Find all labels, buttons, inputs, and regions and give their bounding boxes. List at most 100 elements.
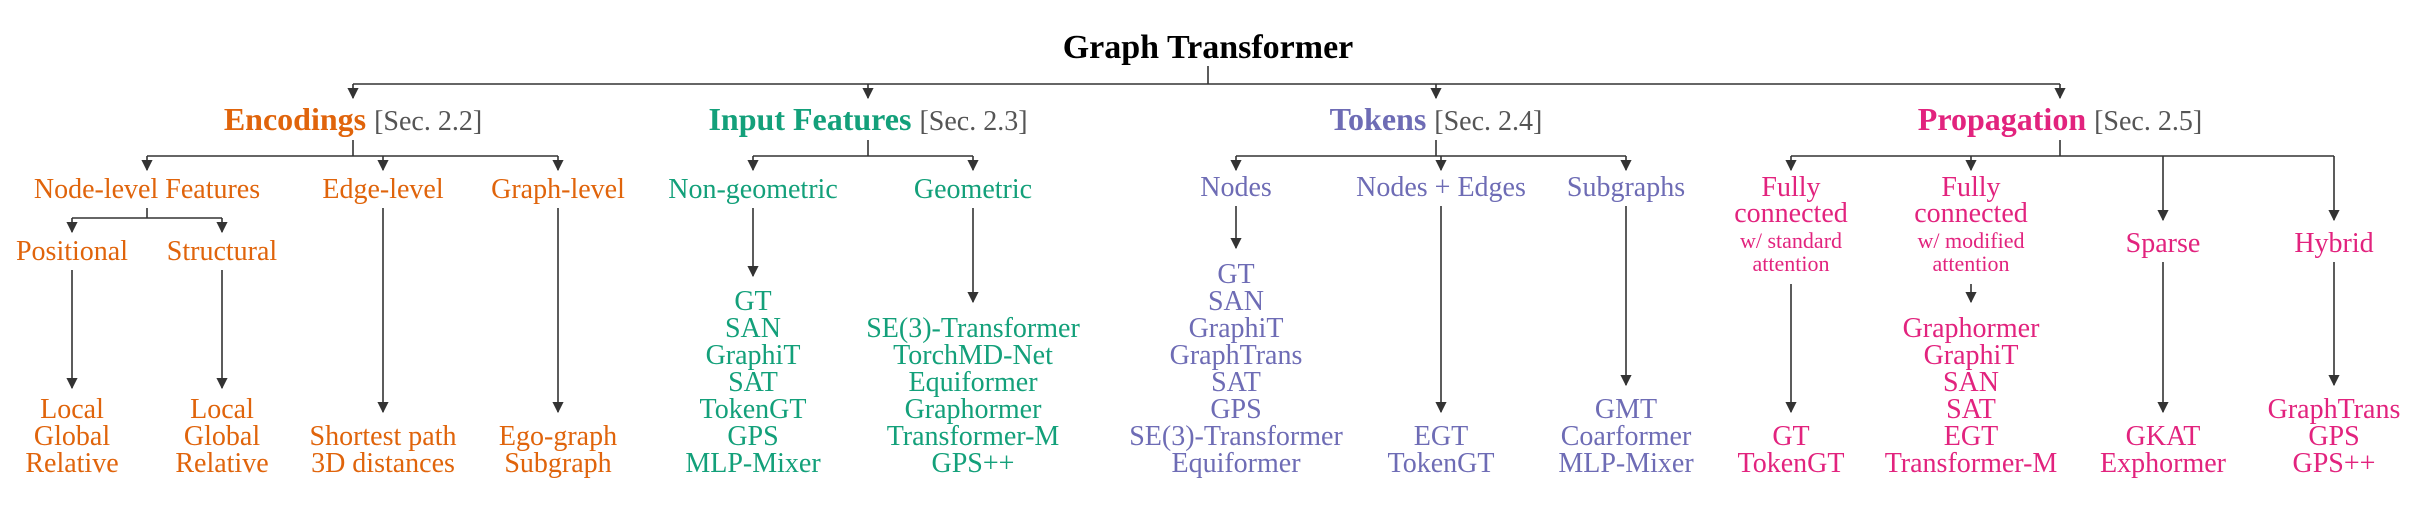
nodes-edges-label: Nodes + Edges [1356,172,1526,203]
list-item: EGT [1944,421,1998,452]
note-line: w/ standard [1740,228,1842,253]
category-name: Tokens [1330,101,1427,137]
non-geometric-label: Non-geometric [668,174,838,205]
diagram-title: Graph Transformer [1063,29,1354,66]
section-reference: [Sec. 2.3] [919,106,1027,137]
non-geometric-items: GT SAN GraphiT SAT TokenGT GPS MLP-Mixer [685,286,821,479]
list-item: EGT [1414,421,1468,452]
list-item: GPS++ [932,448,1015,479]
structural-items: Local Global Relative [175,394,268,479]
hybrid-items: GraphTrans GPS GPS++ [2268,394,2401,479]
sparse-items: GKAT Exphormer [2100,421,2227,479]
list-item: Transformer-M [887,421,1060,452]
list-item: Equiformer [1171,448,1301,479]
list-item: TokenGT [1738,448,1845,479]
fully-connected-modified-label: Fully connected w/ modified attention [1914,172,2028,276]
category-heading: Encodings [Sec. 2.2] [224,101,482,137]
list-item: Global [34,421,110,452]
list-item: TokenGT [1388,448,1495,479]
positional-label: Positional [16,236,128,267]
list-item: TorchMD-Net [893,340,1053,371]
list-item: GPS++ [2293,448,2376,479]
note-line: w/ modified [1918,228,2025,253]
list-item: Local [40,394,104,425]
list-item: Exphormer [2100,448,2227,479]
category-name: Encodings [224,101,366,137]
edge-level-items: Shortest path 3D distances [310,421,457,479]
list-item: SE(3)-Transformer [1129,421,1343,452]
list-item: TokenGT [700,394,807,425]
category-propagation: Propagation[Sec. 2.5] Fully connected w/… [1734,101,2400,479]
list-item: GraphiT [1924,340,2019,371]
list-item: Equiformer [908,367,1038,398]
section-reference: [Sec. 2.4] [1434,106,1542,137]
nodes-items: GT SAN GraphiT GraphTrans SAT GPS SE(3)-… [1129,259,1343,479]
fc-standard-items: GT TokenGT [1738,421,1845,479]
list-item: SE(3)-Transformer [866,313,1080,344]
category-heading: Tokens[Sec. 2.4] [1330,101,1543,137]
list-item: Local [190,394,254,425]
list-item: GKAT [2126,421,2201,452]
section-reference: [Sec. 2.2] [374,106,482,137]
list-item: SAN [725,313,781,344]
list-item: GT [1772,421,1809,452]
nodes-label: Nodes [1200,172,1272,203]
edge-level-label: Edge-level [322,174,443,205]
list-item: Coarformer [1561,421,1692,452]
list-item: 3D distances [311,448,455,479]
label-line: Fully [1761,172,1820,203]
category-input-features: Input Features [Sec. 2.3] Non-geometric G… [668,101,1080,479]
subgraphs-label: Subgraphs [1567,172,1685,203]
positional-items: Local Global Relative [25,394,118,479]
list-item: GraphTrans [1170,340,1303,371]
list-item: Transformer-M [1885,448,2058,479]
category-heading: Input Features [Sec. 2.3] [708,101,1027,137]
category-heading: Propagation[Sec. 2.5] [1918,101,2202,137]
list-item: Shortest path [310,421,457,452]
note-line: attention [1753,251,1830,276]
category-name: Input Features [708,101,911,137]
list-item: GPS [1210,394,1261,425]
geometric-items: SE(3)-Transformer TorchMD-Net Equiformer… [866,313,1080,479]
hybrid-label: Hybrid [2294,228,2373,259]
structural-label: Structural [167,236,278,267]
label-line: Fully [1941,172,2000,203]
node-level-features-label: Node-level Features [34,174,260,205]
label-line: connected [1734,198,1848,229]
list-item: Subgraph [504,448,611,479]
graph-level-items: Ego-graph Subgraph [499,421,617,479]
list-item: SAN [1208,286,1264,317]
list-item: Relative [25,448,118,479]
list-item: SAT [728,367,778,398]
category-encodings: Encodings[Sec. 2.2] Node-level Features … [16,101,625,479]
list-item: Ego-graph [499,421,617,452]
list-item: GPS [727,421,778,452]
label-line: connected [1914,198,2028,229]
note-line: attention [1933,251,2010,276]
list-item: MLP-Mixer [685,448,821,479]
category-name: Propagation [1918,101,2087,137]
list-item: Graphormer [1903,313,2041,344]
list-item: SAN [1943,367,1999,398]
geometric-label: Geometric [914,174,1032,205]
section-reference: [Sec. 2.5] [2094,106,2202,137]
list-item: GraphiT [706,340,801,371]
list-item: GT [734,286,771,317]
category-tokens: Tokens[Sec. 2.4] Nodes Nodes + Edges Sub… [1129,101,1694,479]
fully-connected-standard-label: Fully connected w/ standard attention [1734,172,1848,276]
list-item: GraphTrans [2268,394,2401,425]
list-item: MLP-Mixer [1558,448,1694,479]
list-item: GraphiT [1189,313,1284,344]
connectors [66,66,2340,414]
list-item: GT [1217,259,1254,290]
list-item: GPS [2308,421,2359,452]
subgraphs-items: GMT Coarformer MLP-Mixer [1558,394,1694,479]
graph-level-label: Graph-level [491,174,625,205]
list-item: Graphormer [905,394,1043,425]
list-item: Global [184,421,260,452]
list-item: SAT [1946,394,1996,425]
nodes-edges-items: EGT TokenGT [1388,421,1495,479]
fc-modified-items: Graphormer GraphiT SAN SAT EGT Transform… [1885,313,2058,479]
list-item: GMT [1595,394,1657,425]
